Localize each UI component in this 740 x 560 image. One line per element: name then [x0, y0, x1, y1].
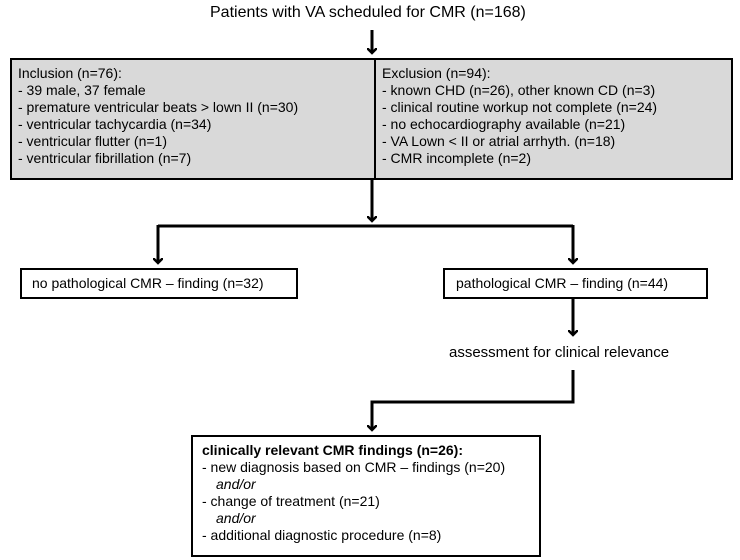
- no-pathological-label: no pathological CMR – finding (n=32): [32, 275, 264, 291]
- no-pathological-box: no pathological CMR – finding (n=32): [20, 268, 298, 299]
- inclusion-item: - premature ventricular beats > lown II …: [18, 99, 299, 115]
- top-label: Patients with VA scheduled for CMR (n=16…: [210, 4, 526, 21]
- criteria-box: Inclusion (n=76): - 39 male, 37 female -…: [10, 58, 733, 180]
- exclusion-item: - known CHD (n=26), other known CD (n=3): [382, 82, 656, 98]
- relevant-title: clinically relevant CMR findings (n=26):: [202, 442, 464, 458]
- pathological-label: pathological CMR – finding (n=44): [456, 275, 669, 291]
- relevant-andor: and/or: [216, 510, 256, 526]
- inclusion-title: Inclusion (n=76):: [18, 65, 122, 81]
- relevant-item: - new diagnosis based on CMR – findings …: [202, 459, 506, 475]
- assessment-label: assessment for clinical relevance: [449, 344, 670, 361]
- arrow-to-relevant: [372, 370, 575, 430]
- criteria-divider: [374, 60, 376, 178]
- inclusion-item: - ventricular tachycardia (n=34): [18, 116, 212, 132]
- relevant-item: - change of treatment (n=21): [202, 493, 380, 509]
- exclusion-item: - clinical routine workup not complete (…: [382, 99, 658, 115]
- exclusion-title: Exclusion (n=94):: [382, 65, 491, 81]
- relevant-box: clinically relevant CMR findings (n=26):…: [191, 435, 541, 557]
- inclusion-item: - ventricular flutter (n=1): [18, 133, 167, 149]
- pathological-box: pathological CMR – finding (n=44): [443, 268, 708, 299]
- relevant-andor: and/or: [216, 476, 256, 492]
- exclusion-item: - VA Lown < II or atrial arrhyth. (n=18): [382, 133, 616, 149]
- exclusion-section: Exclusion (n=94): - known CHD (n=26), ot…: [382, 65, 657, 167]
- inclusion-item: - 39 male, 37 female: [18, 82, 146, 98]
- inclusion-section: Inclusion (n=76): - 39 male, 37 female -…: [18, 65, 298, 167]
- inclusion-item: - ventricular fibrillation (n=7): [18, 150, 192, 166]
- exclusion-item: - CMR incomplete (n=2): [382, 150, 531, 166]
- exclusion-item: - no echocardiography available (n=21): [382, 116, 626, 132]
- relevant-item: - additional diagnostic procedure (n=8): [202, 527, 442, 543]
